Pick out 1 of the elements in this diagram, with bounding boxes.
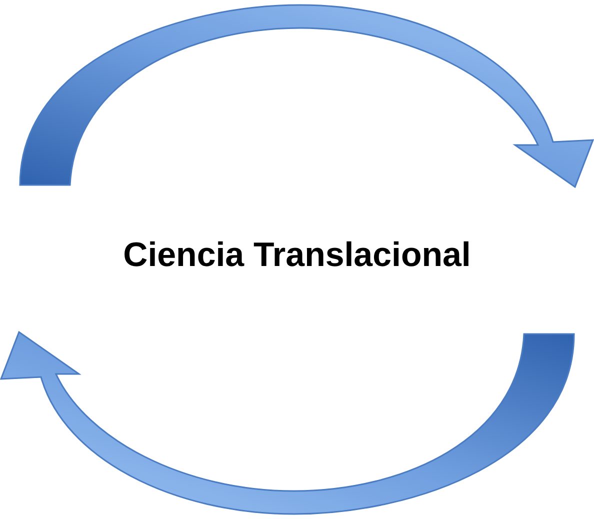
center-title: Ciencia Translacional [122,236,472,275]
